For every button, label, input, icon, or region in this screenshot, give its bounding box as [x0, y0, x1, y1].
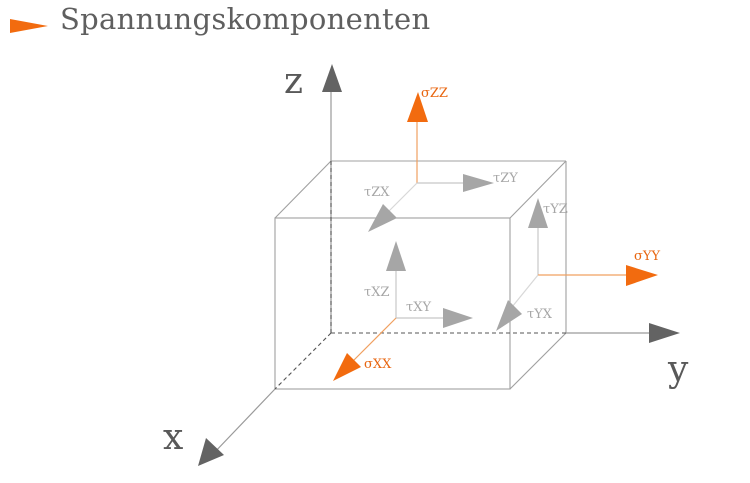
tau-zy-label: τZY	[493, 171, 518, 186]
page-title: Spannungskomponenten	[60, 2, 431, 36]
z-axis-label: z	[284, 61, 303, 102]
tau-xz-label: τXZ	[364, 285, 389, 300]
tau-zx-arrow-icon	[368, 204, 397, 232]
z-axis-arrow-icon	[322, 64, 342, 92]
sigma-yy-label: σYY	[634, 249, 660, 264]
cube	[274, 160, 567, 390]
sigma-xx-arrow-icon	[333, 353, 361, 381]
tau-zx-label: τZX	[364, 185, 390, 200]
cube-hidden-edges	[274, 161, 566, 390]
tau-yx-label: τYX	[527, 307, 553, 322]
tau-yz-arrow-icon	[528, 198, 548, 228]
sigma-yy-arrow-icon	[626, 265, 658, 286]
sigma-zz-label: σZZ	[421, 86, 448, 101]
tau-xy-arrow-icon	[443, 308, 473, 328]
sigma-zz-arrow-icon	[407, 92, 428, 122]
tau-zy-arrow-icon	[463, 174, 494, 192]
y-axis-arrow-icon	[649, 323, 680, 343]
sigma-xx-label: σXX	[364, 357, 392, 372]
title-bullet-icon	[10, 19, 48, 33]
x-axis-label: x	[163, 417, 183, 458]
x-axis-arrow-icon	[198, 438, 224, 466]
tau-yx-arrow-icon	[496, 300, 522, 331]
tau-yz-label: τYZ	[543, 202, 568, 217]
y-axis-label: y	[667, 349, 689, 390]
tau-xz-arrow-icon	[386, 241, 406, 271]
tau-xy-label: τXY	[406, 300, 431, 315]
coordinate-axes	[211, 90, 650, 456]
